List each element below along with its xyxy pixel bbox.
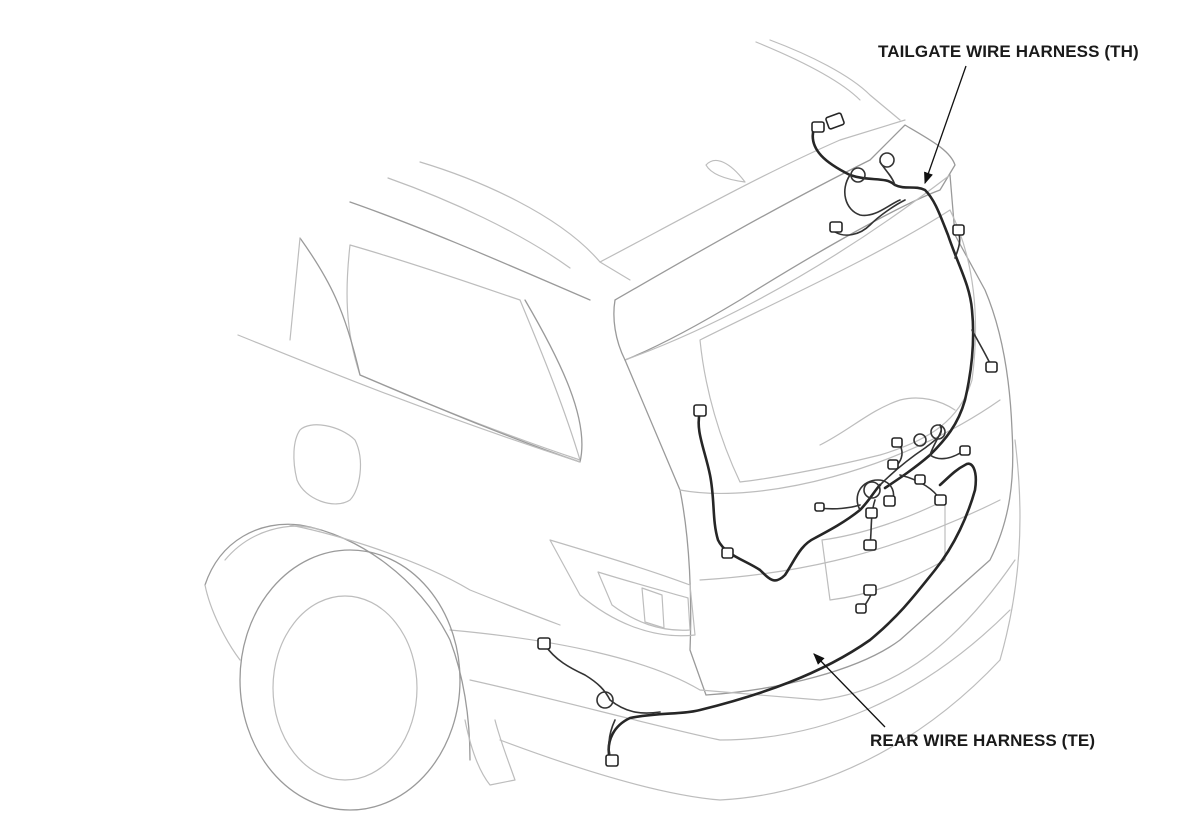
te-connector-c1 — [814, 502, 825, 512]
side-belt-line — [237, 334, 581, 463]
rear-window — [699, 209, 977, 483]
te-connector-c5 — [934, 494, 947, 506]
rear-wire-harness — [537, 404, 978, 767]
roof-edge-lower — [387, 177, 571, 269]
tailgate-harness-label: TAILGATE WIRE HARNESS (TH) — [878, 42, 1139, 61]
te-cluster-2 — [879, 424, 943, 486]
th-branch-mid — [834, 199, 906, 236]
th-connector-a — [829, 221, 843, 233]
roof-center — [599, 119, 906, 263]
roof-rail — [349, 201, 591, 301]
tailgate-lower-line — [699, 499, 1001, 581]
rear-harness-label: REAR WIRE HARNESS (TE) — [870, 731, 1096, 750]
th-branch-left — [844, 174, 901, 217]
te-connector-c8 — [959, 445, 971, 456]
te-connector-c7 — [891, 437, 903, 448]
rear-bumper-mid — [469, 609, 1011, 741]
te-connector-lower2 — [855, 603, 867, 614]
te-connector-left — [537, 637, 551, 650]
th-connector-c — [985, 361, 998, 373]
tail-light-inner — [597, 571, 691, 631]
wheel-arch — [204, 523, 471, 761]
te-connector-c3 — [883, 495, 896, 507]
te-connector-lower — [863, 584, 877, 596]
mud-flap — [464, 719, 516, 786]
rear-rim — [272, 595, 418, 781]
rear-bumper-top — [449, 559, 1016, 701]
te-connector-c4 — [863, 539, 877, 551]
license-recess — [821, 499, 946, 601]
te-connector-c6 — [914, 474, 926, 485]
te-loop-cluster-3 — [913, 433, 927, 447]
te-left-branch — [544, 644, 661, 714]
te-connector-c2 — [865, 507, 878, 519]
th-loop-1 — [850, 167, 866, 183]
spoiler — [613, 124, 956, 361]
roof-rear-top — [755, 41, 861, 101]
th-connector-b — [952, 224, 965, 236]
rear-tire — [239, 549, 461, 811]
rear-bumper-edge — [999, 439, 1021, 661]
wheel-arch-inner — [224, 525, 321, 561]
rear-bumper-bottom — [499, 659, 1001, 801]
fuel-door — [293, 424, 361, 505]
roof-edge-upper — [419, 161, 631, 281]
te-connector-mid — [721, 547, 734, 559]
tail-light-outer — [549, 539, 696, 637]
roof-rear-top-2 — [769, 39, 901, 121]
te-cluster-5 — [819, 504, 861, 510]
rocker-line — [289, 524, 561, 626]
tailgate-wire-harness — [811, 112, 998, 490]
te-connector-bottom — [605, 754, 619, 767]
vehicle-body-outline — [204, 39, 1021, 811]
te-connector-c9 — [887, 459, 899, 470]
lower-body-side — [204, 584, 241, 661]
spoiler-underside — [624, 174, 951, 361]
te-tailgate-loop — [697, 410, 882, 582]
te-leader-arrow — [813, 653, 886, 728]
quarter-window — [346, 244, 581, 461]
te-cluster-7 — [929, 451, 963, 460]
quarter-window-frame — [299, 237, 583, 463]
antenna — [705, 160, 746, 183]
th-connector-top — [825, 112, 845, 130]
th-connector-top2 — [811, 121, 825, 133]
rear-window-inner — [819, 397, 956, 446]
tailgate-outline — [624, 174, 1014, 696]
th-loop-2 — [879, 152, 895, 168]
te-connector-upper — [693, 404, 707, 417]
te-loop-left — [596, 691, 614, 709]
th-leader-arrow — [924, 65, 967, 185]
th-main-run — [811, 123, 975, 490]
tailgate-mid-line — [679, 399, 1001, 495]
te-loop-cluster-1 — [863, 481, 881, 499]
te-cluster-3 — [869, 499, 876, 546]
side-pillar — [289, 237, 301, 341]
te-loop-cluster-2 — [930, 424, 946, 440]
te-main-run — [607, 462, 978, 762]
tail-light-detail — [641, 587, 665, 629]
